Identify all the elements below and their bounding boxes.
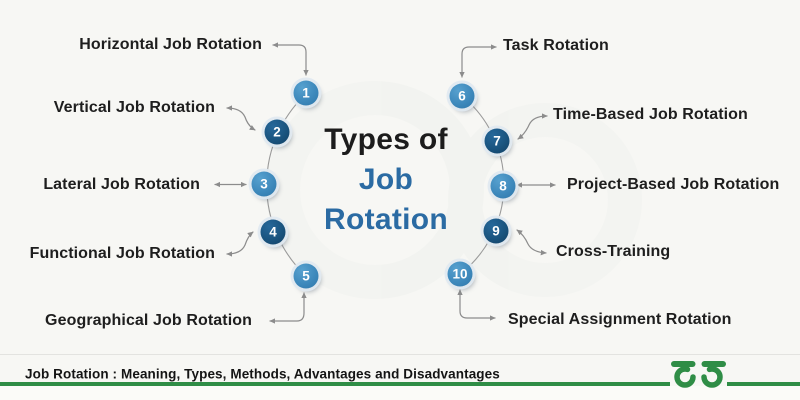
leader-item-4 bbox=[226, 231, 254, 257]
leader-item-9 bbox=[516, 229, 547, 256]
footer-green-rule-left bbox=[0, 382, 670, 386]
leader-item-10 bbox=[457, 289, 496, 321]
node-1: 1 bbox=[293, 80, 319, 106]
node-2: 2 bbox=[264, 119, 290, 145]
label-lateral-job-rotation: Lateral Job Rotation bbox=[43, 175, 200, 193]
node-7-number: 7 bbox=[493, 133, 501, 149]
node-8-number: 8 bbox=[499, 178, 507, 194]
bottom-strip bbox=[0, 386, 800, 400]
logo-left-g bbox=[671, 361, 696, 388]
logo-right-g bbox=[701, 361, 726, 388]
label-geographical-job-rotation: Geographical Job Rotation bbox=[45, 312, 252, 329]
leader-item-2 bbox=[226, 105, 256, 131]
footer-caption: Job Rotation : Meaning, Types, Methods, … bbox=[25, 366, 500, 382]
label-time-based-job-rotation: Time-Based Job Rotation bbox=[553, 106, 748, 123]
node-3: 3 bbox=[251, 171, 277, 197]
node-2-number: 2 bbox=[273, 124, 281, 140]
label-horizontal-job-rotation: Horizontal Job Rotation bbox=[79, 36, 262, 53]
page-title: Types of Job Rotation bbox=[324, 120, 448, 240]
label-functional-job-rotation: Functional Job Rotation bbox=[29, 245, 215, 262]
node-8: 8 bbox=[490, 173, 516, 199]
node-10-number: 10 bbox=[452, 266, 468, 282]
title-prefix: Types of bbox=[324, 123, 448, 156]
title-word-job: Job bbox=[358, 163, 414, 196]
node-9: 9 bbox=[483, 218, 509, 244]
node-6: 6 bbox=[449, 83, 475, 109]
leader-item-6 bbox=[459, 44, 497, 78]
label-vertical-job-rotation: Vertical Job Rotation bbox=[53, 99, 215, 116]
node-5-number: 5 bbox=[302, 268, 310, 284]
node-10: 10 bbox=[447, 261, 473, 287]
leader-arrows bbox=[214, 42, 556, 324]
node-4: 4 bbox=[260, 219, 286, 245]
geeksforgeeks-logo-icon bbox=[671, 361, 726, 388]
leader-item-7 bbox=[517, 113, 548, 140]
label-special-assignment-rotation: Special Assignment Rotation bbox=[508, 311, 732, 328]
leader-item-1 bbox=[272, 42, 309, 76]
node-6-number: 6 bbox=[458, 88, 466, 104]
label-task-rotation: Task Rotation bbox=[503, 37, 609, 54]
leader-item-5 bbox=[269, 292, 307, 324]
node-7: 7 bbox=[484, 128, 510, 154]
label-cross-training: Cross-Training bbox=[556, 243, 671, 260]
footer-green-rule-right bbox=[727, 382, 800, 386]
node-9-number: 9 bbox=[492, 223, 500, 239]
node-3-number: 3 bbox=[260, 176, 268, 192]
title-word-rotation: Rotation bbox=[323, 203, 449, 236]
node-4-number: 4 bbox=[269, 224, 277, 240]
footer-separator bbox=[0, 354, 800, 355]
node-1-number: 1 bbox=[302, 85, 310, 101]
label-project-based-job-rotation: Project-Based Job Rotation bbox=[567, 175, 780, 193]
node-5: 5 bbox=[293, 263, 319, 289]
